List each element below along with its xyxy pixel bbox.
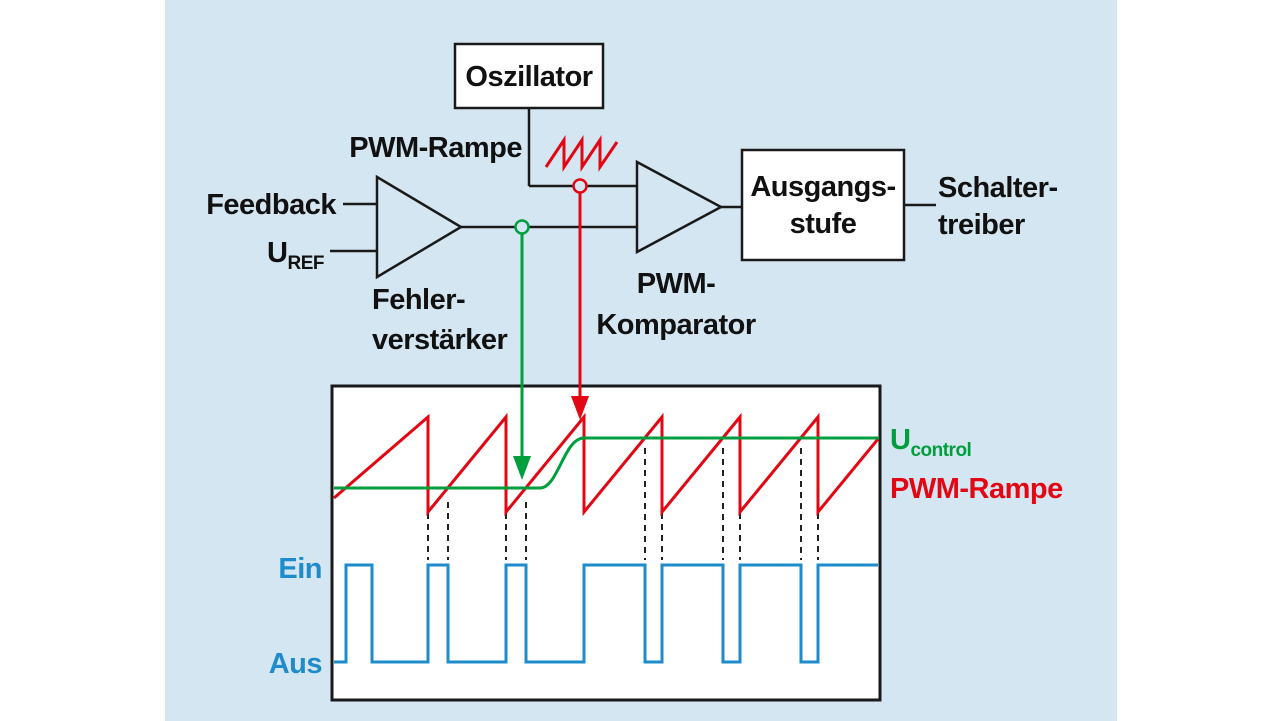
aus-label: Aus bbox=[269, 648, 322, 680]
pwm-ramp-top-label: PWM-Rampe bbox=[349, 132, 522, 164]
feedback-label: Feedback bbox=[206, 189, 337, 221]
connection-lines bbox=[330, 108, 936, 253]
control-node-circle bbox=[514, 219, 530, 235]
pwm-comparator-label-line1: PWM- bbox=[637, 268, 716, 300]
switch-driver-label-line2: treiber bbox=[938, 209, 1025, 241]
pwm-comparator-triangle bbox=[635, 159, 724, 255]
ucontrol-label: Ucontrol bbox=[890, 424, 971, 461]
output-stage-box bbox=[740, 148, 906, 262]
pwm-comparator-label-line2: Komparator bbox=[596, 309, 756, 341]
error-amplifier-label-line1: Fehler- bbox=[372, 284, 465, 316]
output-stage-label-line1: Ausgangs- bbox=[750, 171, 895, 203]
oscillator-box bbox=[453, 42, 605, 110]
dashed-marker-lines bbox=[427, 448, 819, 560]
control-voltage-waveform bbox=[334, 436, 879, 490]
pwm-ramp-waveform bbox=[333, 412, 880, 517]
control-arrowhead-icon bbox=[513, 456, 531, 480]
uref-label: UREF bbox=[267, 237, 324, 274]
switch-driver-label-line1: Schalter- bbox=[938, 172, 1058, 204]
error-amplifier-triangle bbox=[375, 174, 464, 280]
waveform-plot-box bbox=[330, 384, 882, 702]
ein-label: Ein bbox=[278, 553, 322, 585]
switch-signal-waveform bbox=[334, 563, 878, 664]
error-amplifier-label-line2: verstärker bbox=[372, 324, 507, 356]
pwm-ramp-plot-label: PWM-Rampe bbox=[890, 473, 1063, 505]
output-stage-label-line2: stufe bbox=[790, 208, 857, 240]
oscillator-label: Oszillator bbox=[465, 61, 592, 93]
ramp-node-circle bbox=[572, 178, 588, 194]
ramp-arrowhead-icon bbox=[571, 396, 589, 420]
sawtooth-icon bbox=[544, 135, 619, 172]
